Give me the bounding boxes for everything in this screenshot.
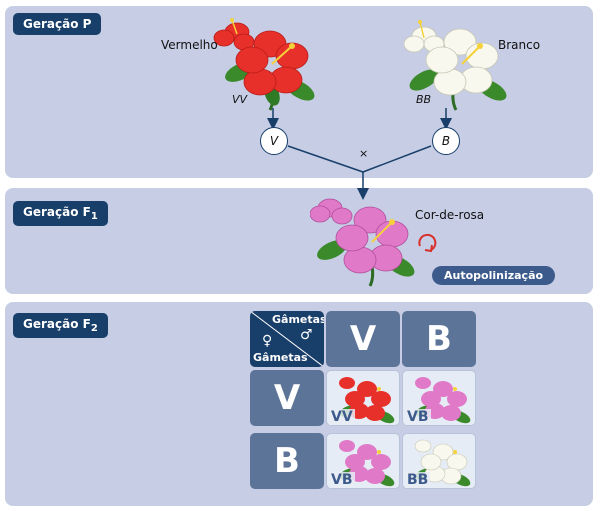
genotype-vb-bottom: VB (329, 472, 355, 488)
punnett-corner: Gâmetas ♂ ♀ Gâmetas (250, 311, 324, 367)
generation-p-tag: Geração P (13, 13, 102, 35)
female-gametes-label: Gâmetas (253, 351, 308, 364)
punnett-cell-vv: VV (326, 370, 400, 426)
genotype-bb: BB (405, 472, 431, 488)
f1-flower-name: Cor-de-rosa (415, 208, 485, 222)
generation-p-label: Geração P (23, 17, 92, 31)
right-cross-line (362, 145, 432, 173)
col-header-v: V (326, 311, 400, 367)
generation-f1-label: Geração F (23, 205, 91, 219)
punnett-cell-vb-bottom: VB (326, 433, 400, 489)
self-pollination-icon (418, 233, 437, 251)
female-symbol-icon: ♀ (262, 333, 273, 349)
row-header-v: V (250, 370, 324, 426)
male-symbol-icon: ♂ (300, 327, 313, 343)
generation-f2-label: Geração F (23, 317, 91, 331)
white-hibiscus-icon (404, 20, 507, 111)
white-parent-genotype: BB (416, 93, 432, 106)
red-gamete-circle: V (260, 127, 288, 155)
white-gamete-circle: B (432, 127, 460, 155)
white-parent-name: Branco (498, 38, 541, 52)
cross-symbol: × (359, 147, 369, 160)
self-pollination-badge: Autopolinização (432, 266, 556, 285)
red-hibiscus-icon (213, 18, 315, 111)
generation-f2-tag: Geração F2 (13, 313, 108, 338)
generation-f2-sub: 2 (90, 323, 98, 334)
generation-f1-sub: 1 (90, 211, 98, 222)
genotype-vb-top: VB (405, 409, 431, 425)
pink-hibiscus-icon (310, 198, 415, 287)
male-gametes-label: Gâmetas (272, 313, 324, 326)
red-parent-name: Vermelho (161, 38, 218, 52)
genotype-vv: VV (329, 409, 355, 425)
corner-diagonal (250, 311, 324, 367)
punnett-cell-vb-top: VB (402, 370, 476, 426)
left-cross-line (287, 145, 364, 173)
punnett-cell-bb: BB (402, 433, 476, 489)
generation-f1-tag: Geração F1 (13, 201, 108, 226)
red-parent-genotype: VV (232, 93, 248, 106)
row-header-b: B (250, 433, 324, 489)
col-header-b: B (402, 311, 476, 367)
